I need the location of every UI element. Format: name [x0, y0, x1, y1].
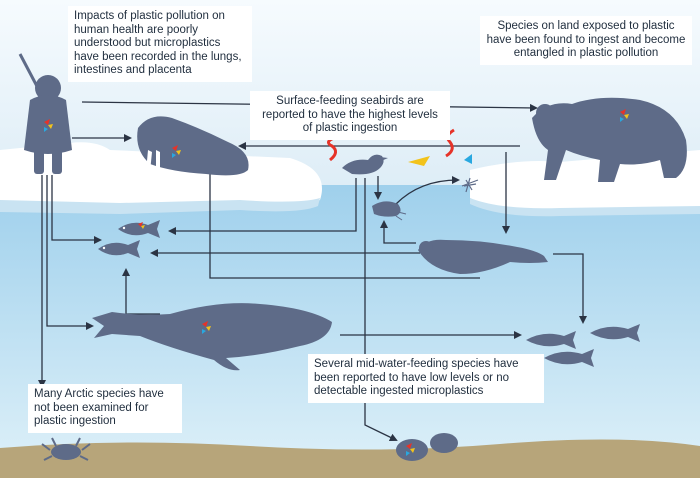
right-ice-shadow [470, 198, 700, 217]
plastic-fragment-icon [172, 145, 181, 158]
arrow-bird-to-fish [168, 178, 357, 235]
seal-icon [418, 239, 548, 274]
arrow-bird-to-clams [364, 178, 398, 441]
plastic-fragment-icon [327, 136, 337, 162]
shrimp-icon [372, 201, 407, 221]
plastic-fragment-icon [408, 156, 430, 166]
seabed [0, 439, 700, 478]
seabird-icon [342, 154, 388, 175]
arrow-walrus-to-seal-route [209, 165, 480, 279]
plastic-fragment-icon [406, 443, 415, 456]
polar-bear-icon [532, 97, 687, 182]
plastic-fragment-icon [202, 321, 211, 334]
fish-icon [526, 331, 576, 349]
caption-human-health: Impacts of plastic pollution on human he… [68, 6, 252, 82]
arrow-seal-to-salmon [553, 253, 587, 324]
zooplankton-icon [461, 177, 479, 193]
caption-land-species: Species on land exposed to plastic have … [480, 16, 692, 65]
crab-icon [41, 437, 91, 461]
plastic-fragment-icon [464, 154, 472, 164]
plastic-fragment-icon [138, 222, 145, 229]
fish-icon [590, 324, 640, 342]
fish-icon [98, 240, 140, 258]
fish-icon [118, 220, 160, 238]
caption-seabirds: Surface-feeding seabirds are reported to… [250, 91, 450, 140]
plastic-fragment-icon [620, 109, 629, 122]
walrus-icon [137, 116, 249, 176]
right-ice-floe [470, 150, 700, 213]
arrow-shrimp-to-zooplankton [395, 176, 460, 205]
arrow-seal-to-shrimp [380, 220, 416, 244]
arrow-hunter-to-fish [51, 175, 102, 244]
plastic-fragment-icon [44, 119, 53, 132]
fish-icon [544, 349, 594, 367]
left-ice-shadow [0, 198, 320, 214]
caption-midwater: Several mid-water-feeding species have b… [308, 354, 544, 403]
arrow-hunter-to-whale [46, 175, 94, 330]
beluga-whale-icon [92, 303, 332, 371]
caption-unexamined: Many Arctic species have not been examin… [28, 384, 182, 433]
